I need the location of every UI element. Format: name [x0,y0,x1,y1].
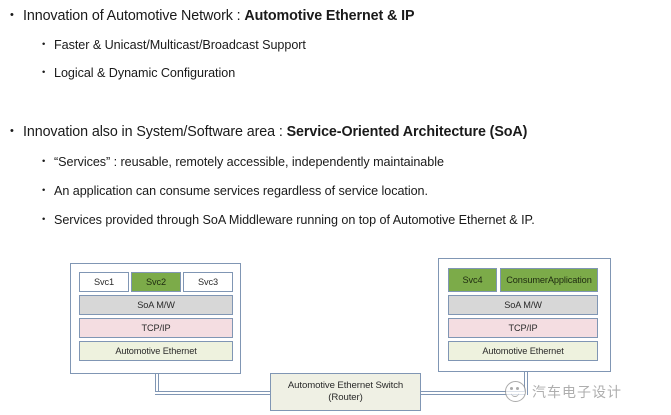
bullet-text: “Services” : reusable, remotely accessib… [54,155,444,169]
left-connector-vertical-b [158,374,159,392]
bullet-level1-system-software: Innovation also in System/Software area … [10,124,527,142]
right-layer-tcpip: TCP/IP [448,318,598,338]
left-layer-soa-middleware: SoA M/W [79,295,233,315]
right-connector-vertical-a [524,372,525,392]
bullet-level2-application-consume: An application can consume services rega… [42,184,428,200]
bullet-text-bold: Service-Oriented Architecture (SoA) [286,124,528,140]
bullet-level2-faster-unicast: Faster & Unicast/Multicast/Broadcast Sup… [42,38,306,54]
left-connector-horizontal-b [155,394,271,395]
right-connector-horizontal-b [420,394,525,395]
slide-text-body: Innovation of Automotive Network : Autom… [0,0,671,250]
wechat-face-icon [505,381,526,402]
right-connector-vertical-b [527,372,528,395]
consumer-application-line1: Consumer [506,274,548,285]
bullet-level2-logical-dynamic: Logical & Dynamic Configuration [42,66,235,82]
right-service-box-svc4: Svc4 [448,268,497,292]
right-layer-automotive-ethernet: Automotive Ethernet [448,341,598,361]
left-connector-horizontal-a [155,391,271,392]
left-layer-automotive-ethernet: Automotive Ethernet [79,341,233,361]
switch-label-line2: (Router) [328,392,363,403]
bullet-text: An application can consume services rega… [54,184,428,198]
left-connector-vertical-a [155,374,156,392]
left-ecu-stack: Svc1 Svc2 Svc3 SoA M/W TCP/IP Automotive… [70,263,241,374]
bullet-text-bold: Automotive Ethernet & IP [244,8,415,24]
automotive-ethernet-switch-box: Automotive Ethernet Switch (Router) [270,373,421,411]
left-service-box-svc3: Svc3 [183,272,233,292]
bullet-text: Faster & Unicast/Multicast/Broadcast Sup… [54,38,306,52]
left-layer-tcpip: TCP/IP [79,318,233,338]
bullet-level2-services-middleware: Services provided through SoA Middleware… [42,213,535,229]
bullet-text: Logical & Dynamic Configuration [54,66,236,80]
right-ecu-stack: Svc4 Consumer Application SoA M/W TCP/IP… [438,258,611,372]
watermark: 汽车电子设计 [505,381,622,402]
bullet-level2-services-definition: “Services” : reusable, remotely accessib… [42,155,444,171]
watermark-text: 汽车电子设计 [532,384,622,401]
bullet-level1-automotive-network: Innovation of Automotive Network : Autom… [10,8,414,26]
right-layer-soa-middleware: SoA M/W [448,295,598,315]
left-service-box-svc2-highlighted: Svc2 [131,272,181,292]
consumer-application-line2: Application [547,274,592,285]
bullet-text: Services provided through SoA Middleware… [54,213,535,227]
wechat-face-mouth-icon [510,392,519,397]
bullet-text: Innovation of Automotive Network : [23,8,245,24]
bullet-text: Innovation also in System/Software area … [23,124,287,140]
right-consumer-application-box: Consumer Application [500,268,598,292]
right-connector-horizontal-a [420,391,525,392]
left-service-box-svc1: Svc1 [79,272,129,292]
switch-label-line1: Automotive Ethernet Switch [287,380,404,391]
